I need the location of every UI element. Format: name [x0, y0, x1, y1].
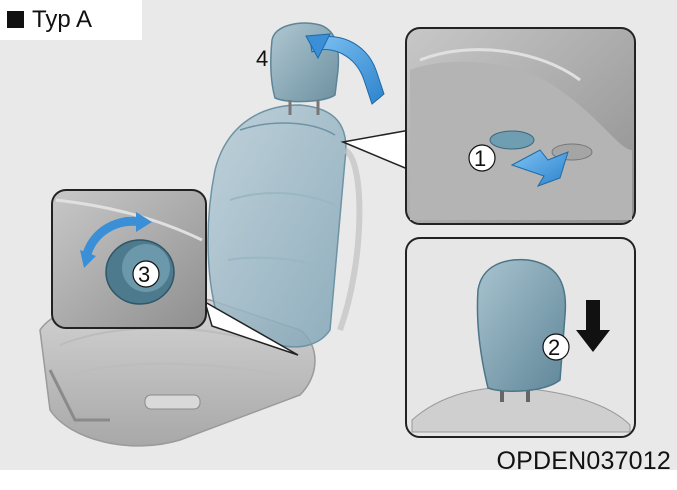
square-bullet-icon [7, 11, 24, 28]
callout-4: 4 [256, 46, 268, 71]
tilt-arrow [305, 33, 385, 105]
inset-3-connector [203, 300, 299, 356]
callout-2: 2 [548, 335, 560, 360]
svg-text:4: 4 [256, 46, 268, 71]
inset-adjust-knob: 3 [51, 189, 207, 329]
seat-backrest [207, 104, 363, 348]
callout-3: 3 [138, 262, 150, 287]
callout-1: 1 [474, 146, 486, 171]
inset-release-button: 1 [405, 27, 636, 225]
image-code: OPDEN037012 [496, 447, 671, 475]
inset-headrest-lower: 2 [405, 237, 636, 438]
variant-tag: Typ A [0, 0, 142, 40]
variant-label: Typ A [32, 6, 93, 33]
seat-illustration: 4 1 2 3 [39, 22, 636, 447]
